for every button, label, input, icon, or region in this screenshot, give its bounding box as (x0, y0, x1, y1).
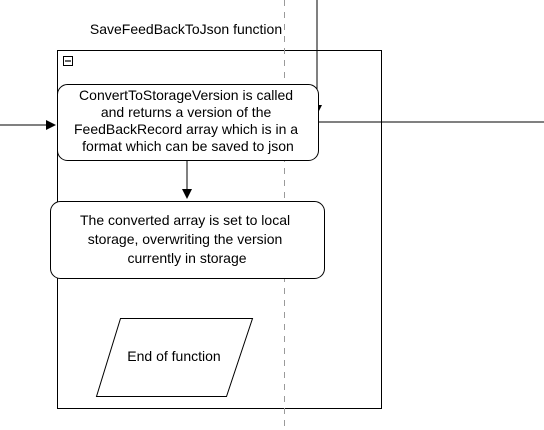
svg-text:The converted array is set to: The converted array is set to local stor… (80, 212, 294, 266)
end-node-label: End of function (127, 348, 220, 364)
minus-icon[interactable] (63, 56, 73, 66)
end-of-function-node: End of function (95, 318, 254, 397)
convert-node-line-1: ConvertToStorageVersion is called (79, 87, 293, 103)
convert-node-line-4: format which can be saved to json (82, 138, 294, 154)
store-node-line-2: storage, overwriting the version (88, 231, 283, 247)
store-node-line-3: currently in storage (127, 250, 246, 266)
convert-to-storage-node: ConvertToStorageVersion is called and re… (57, 84, 319, 161)
svg-text:ConvertToStorageVersion is cal: ConvertToStorageVersion is called and re… (74, 87, 302, 154)
store-node-line-1: The converted array is set to local (80, 212, 290, 228)
diagram-title: SaveFeedBackToJson function (90, 21, 282, 37)
convert-node-line-2: and returns a version of the (101, 104, 272, 120)
convert-node-line-3: FeedBackRecord array which is in a (74, 121, 298, 137)
set-local-storage-node: The converted array is set to local stor… (50, 201, 325, 279)
